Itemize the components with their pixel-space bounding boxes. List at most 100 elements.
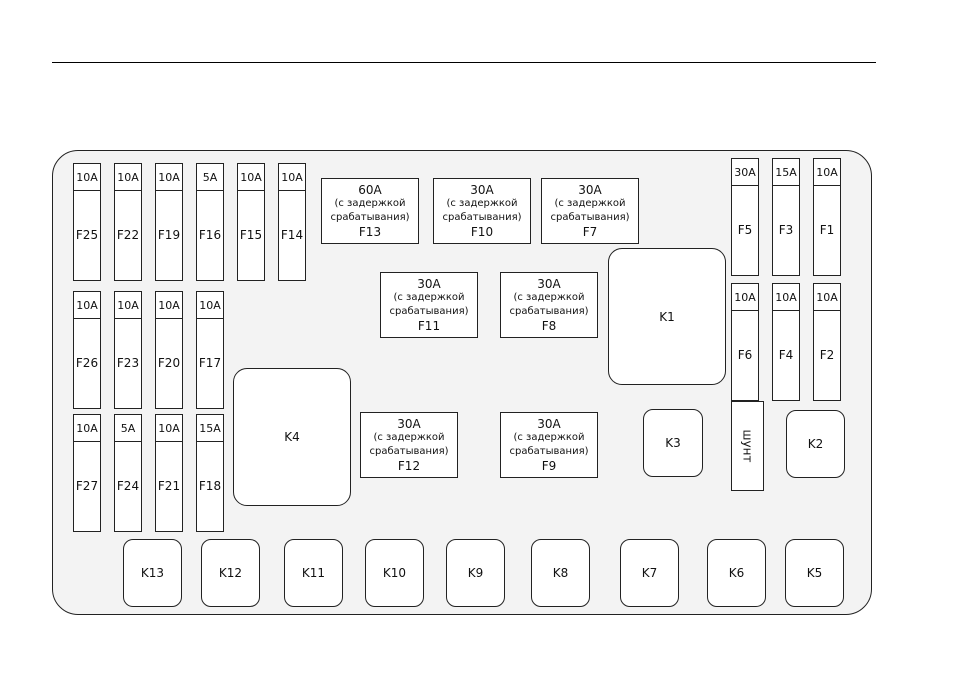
slow-fuse-note: (с задержкой [513,292,585,303]
shunt: шунт [731,401,764,491]
fuse-f19: 10A F19 [155,163,183,281]
slow-fuse-f8: 30A(с задержкой срабатывания) F8 [500,272,598,338]
fuse-f17: 10A F17 [196,291,224,409]
fuse-f22: 10A F22 [114,163,142,281]
fuse-rating: 5A [115,415,141,442]
fuse-rating: 10A [115,164,141,191]
fuse-label: F6 [737,348,753,362]
fuse-f16: 5A F16 [196,163,224,281]
fuse-label: F26 [75,356,99,370]
fuse-f26: 10A F26 [73,291,101,409]
slow-fuse-rating: 30A [417,277,441,291]
slow-fuse-label: F7 [582,225,598,239]
fuse-rating: 10A [156,164,182,191]
relay-k13: K13 [123,539,182,607]
slow-fuse-label: F12 [397,459,421,473]
fuse-rating: 10A [156,292,182,319]
fuse-rating: 10A [74,415,100,442]
relay-k10: K10 [365,539,424,607]
fuse-f27: 10A F27 [73,414,101,532]
fuse-rating: 10A [732,284,758,311]
slow-fuse-note: (с задержкой [446,198,518,209]
fuse-label: F15 [239,228,263,242]
fuse-f15: 10A F15 [237,163,265,281]
fuse-f18: 15A F18 [196,414,224,532]
fuse-label: F4 [778,348,794,362]
fuse-rating: 10A [814,159,840,186]
relay-k7: K7 [620,539,679,607]
relay-k4: K4 [233,368,351,506]
fuse-f21: 10A F21 [155,414,183,532]
fuse-rating: 15A [773,159,799,186]
fuse-label: F24 [116,479,140,493]
relay-k3: K3 [643,409,703,477]
slow-fuse-f10: 30A(с задержкой срабатывания) F10 [433,178,531,244]
fuse-rating: 10A [74,292,100,319]
fuse-f24: 5A F24 [114,414,142,532]
slow-fuse-label: F13 [358,225,382,239]
fuse-rating: 10A [197,292,223,319]
fuse-rating: 10A [156,415,182,442]
fuse-label: F17 [198,356,222,370]
fuse-label: F20 [157,356,181,370]
fuse-f20: 10A F20 [155,291,183,409]
fuse-rating: 10A [238,164,264,191]
slow-fuse-rating: 30A [537,277,561,291]
fuse-rating: 30A [732,159,758,186]
slow-fuse-rating: 30A [470,183,494,197]
slow-fuse-note: срабатывания) [330,212,410,223]
fuse-rating: 10A [74,164,100,191]
fuse-label: F27 [75,479,99,493]
fuse-rating: 5A [197,164,223,191]
relay-k5: K5 [785,539,844,607]
slow-fuse-rating: 30A [537,417,561,431]
fuse-rating: 10A [279,164,305,191]
slow-fuse-rating: 30A [397,417,421,431]
shunt-label: шунт [740,429,755,463]
fuse-label: F22 [116,228,140,242]
slow-fuse-f7: 30A(с задержкой срабатывания) F7 [541,178,639,244]
fuse-label: F18 [198,479,222,493]
slow-fuse-note: срабатывания) [389,306,469,317]
relay-k6: K6 [707,539,766,607]
slow-fuse-note: (с задержкой [393,292,465,303]
fuse-rating: 10A [814,284,840,311]
slow-fuse-note: (с задержкой [554,198,626,209]
slow-fuse-f12: 30A(с задержкой срабатывания) F12 [360,412,458,478]
slow-fuse-note: (с задержкой [513,432,585,443]
slow-fuse-f11: 30A(с задержкой срабатывания) F11 [380,272,478,338]
fuse-label: F1 [819,223,835,237]
fuse-rating: 10A [773,284,799,311]
fuse-label: F16 [198,228,222,242]
relay-k9: K9 [446,539,505,607]
header-rule [52,62,876,63]
slow-fuse-rating: 30A [578,183,602,197]
slow-fuse-label: F9 [541,459,557,473]
fuse-f2: 10A F2 [813,283,841,401]
fuse-f1: 10A F1 [813,158,841,276]
fuse-label: F21 [157,479,181,493]
relay-k8: K8 [531,539,590,607]
relay-k11: K11 [284,539,343,607]
fuse-label: F19 [157,228,181,242]
slow-fuse-label: F10 [470,225,494,239]
slow-fuse-rating: 60A [358,183,382,197]
relay-k2: K2 [786,410,845,478]
fuse-f4: 10A F4 [772,283,800,401]
fuse-label: F23 [116,356,140,370]
slow-fuse-note: срабатывания) [369,446,449,457]
slow-fuse-label: F8 [541,319,557,333]
slow-fuse-note: (с задержкой [373,432,445,443]
slow-fuse-note: срабатывания) [550,212,630,223]
slow-fuse-note: срабатывания) [509,306,589,317]
slow-fuse-note: срабатывания) [442,212,522,223]
fuse-label: F2 [819,348,835,362]
slow-fuse-label: F11 [417,319,441,333]
relay-k12: K12 [201,539,260,607]
fuse-label: F25 [75,228,99,242]
fuse-rating: 15A [197,415,223,442]
